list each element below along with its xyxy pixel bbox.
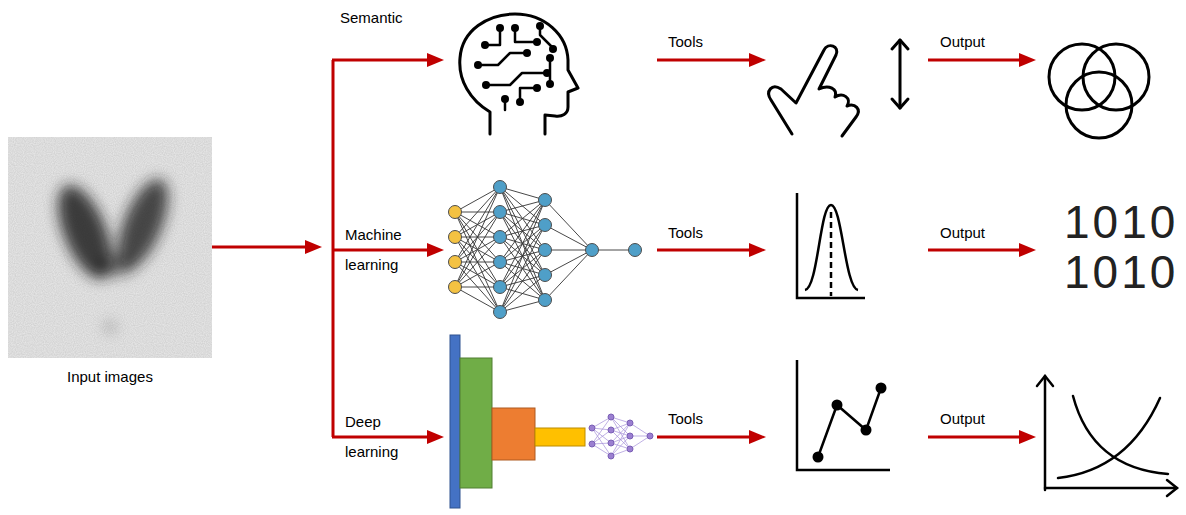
net-node bbox=[494, 231, 507, 244]
net-link bbox=[455, 262, 500, 287]
net-link bbox=[545, 250, 592, 251]
net-node bbox=[608, 414, 614, 420]
net-link bbox=[455, 287, 500, 312]
net-link bbox=[500, 250, 545, 312]
net-node bbox=[494, 256, 507, 269]
net-node bbox=[494, 306, 507, 319]
arrow-heads bbox=[305, 53, 1036, 444]
image-caption: Input images bbox=[67, 368, 153, 385]
curves-chart-icon bbox=[1037, 376, 1177, 496]
branch-label: Deep learning bbox=[345, 407, 415, 467]
net-node bbox=[608, 440, 614, 446]
net-link bbox=[545, 250, 592, 300]
line-chart-icon bbox=[797, 360, 890, 470]
net-node bbox=[539, 269, 552, 282]
flow-arrows bbox=[212, 60, 1021, 437]
net-link bbox=[455, 187, 500, 212]
net-link bbox=[500, 187, 545, 250]
net-link bbox=[545, 225, 592, 250]
net-node bbox=[494, 206, 507, 219]
net-link bbox=[611, 423, 630, 456]
net-node bbox=[449, 281, 462, 294]
net-node bbox=[539, 194, 552, 207]
net-link bbox=[455, 187, 500, 262]
net-node bbox=[589, 425, 595, 431]
net-node bbox=[627, 433, 633, 439]
net-node bbox=[608, 427, 614, 433]
net-node bbox=[629, 244, 642, 257]
net-node bbox=[539, 219, 552, 232]
net-link bbox=[630, 436, 650, 449]
net-link bbox=[500, 200, 545, 312]
net-link bbox=[455, 262, 500, 287]
arrow-label: Tools bbox=[668, 410, 703, 427]
net-node bbox=[494, 181, 507, 194]
net-node bbox=[539, 244, 552, 257]
net-link bbox=[545, 250, 592, 275]
net-node bbox=[627, 420, 633, 426]
binary-digits: 1010 bbox=[1064, 248, 1178, 296]
arrow-label: Output bbox=[940, 224, 985, 241]
net-link bbox=[611, 436, 630, 456]
branch-label: Machine learning bbox=[345, 220, 415, 280]
net-link bbox=[455, 212, 500, 287]
hand-icon bbox=[769, 40, 908, 136]
net-node bbox=[449, 231, 462, 244]
arrow-label: Output bbox=[940, 33, 985, 50]
arrow-label: Tools bbox=[668, 224, 703, 241]
net-node bbox=[589, 441, 595, 447]
net-link bbox=[500, 200, 545, 262]
venn-icon bbox=[1049, 44, 1149, 138]
net-link bbox=[500, 187, 545, 200]
net-node bbox=[449, 256, 462, 269]
distribution-icon bbox=[797, 193, 865, 298]
small-neural-network bbox=[589, 414, 653, 459]
net-link bbox=[630, 423, 650, 436]
net-link bbox=[455, 237, 500, 312]
net-link bbox=[500, 275, 545, 312]
input-image bbox=[8, 137, 212, 358]
net-node bbox=[449, 206, 462, 219]
net-node bbox=[608, 453, 614, 459]
net-node bbox=[494, 281, 507, 294]
net-node bbox=[586, 244, 599, 257]
circuit-dots bbox=[474, 22, 557, 106]
binary-digits: 1010 bbox=[1064, 198, 1178, 246]
neural-network bbox=[449, 181, 642, 319]
arrow-label: Output bbox=[940, 410, 985, 427]
net-link bbox=[500, 187, 545, 300]
arrow-label: Tools bbox=[668, 33, 703, 50]
net-node bbox=[627, 446, 633, 452]
head-icon bbox=[460, 14, 578, 134]
net-node bbox=[647, 433, 653, 439]
branch-label: Semantic bbox=[340, 9, 403, 26]
cnn-blocks bbox=[450, 335, 585, 508]
net-link bbox=[545, 200, 592, 250]
net-link bbox=[455, 212, 500, 287]
net-node bbox=[539, 294, 552, 307]
